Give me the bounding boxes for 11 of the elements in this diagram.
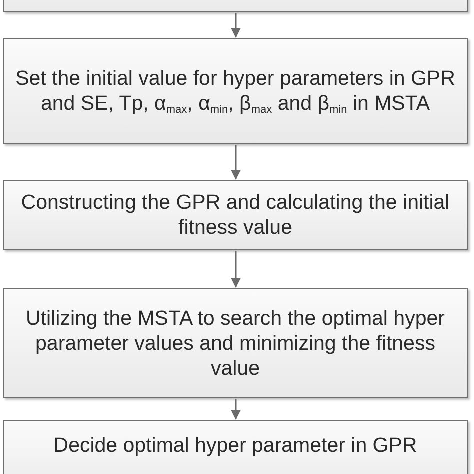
arrow [231, 399, 241, 420]
step-text: Constructing the GPR and calculating the initial fitness value [20, 190, 451, 240]
process-box [3, 38, 468, 144]
arrow [231, 251, 241, 288]
step-text: Set the initial value for hyper parameters in GPR and SE, Tp, α$_{max}$, α$_{min}$, β$_{max}$ and β$_{min}$ in MSTA [14, 66, 456, 116]
arrow [231, 145, 241, 180]
arrow [231, 13, 241, 38]
step-text: Decide optimal hyper parameter in GPR [54, 433, 418, 458]
process-box [3, 180, 468, 250]
step-text: Utilizing the MSTA to search the optimal hyper parameter values and minimizing the fitness value [25, 306, 446, 380]
process-box [3, 288, 468, 398]
